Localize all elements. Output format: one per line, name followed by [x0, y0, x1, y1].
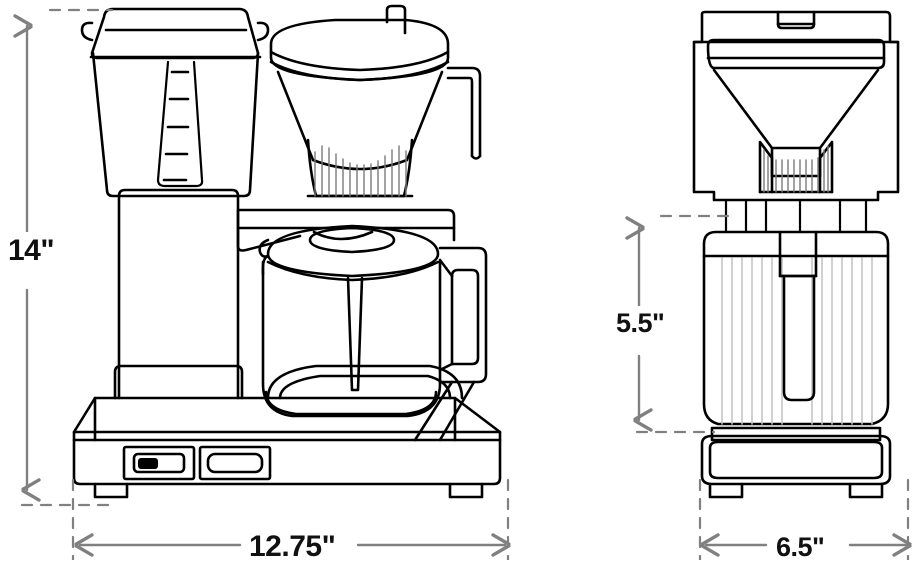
reservoir-lid	[80, 7, 270, 60]
lid-knob	[776, 10, 816, 30]
dim-side-width-ext	[698, 478, 910, 560]
ribbed-outlet-side	[758, 140, 834, 194]
water-level-gauge	[156, 60, 204, 188]
power-switch[interactable]	[132, 452, 186, 474]
dimension-label-front-height: 14"	[5, 232, 58, 270]
side-feet	[708, 482, 884, 499]
carafe-handle-side	[778, 230, 818, 402]
front-feet	[93, 482, 484, 499]
drip-stop-arm	[446, 66, 482, 160]
ribbed-outlet-lines	[314, 145, 407, 197]
upper-housing	[692, 10, 900, 202]
water-level-ticks	[162, 70, 190, 182]
brew-button[interactable]	[206, 452, 264, 474]
carafe-gauge-stripe	[346, 276, 364, 392]
warming-plate	[266, 364, 464, 400]
dimension-label-front-width: 12.75"	[243, 528, 342, 566]
side-view-group	[692, 10, 900, 499]
carafe-handle-brace	[413, 380, 476, 442]
front-view-group	[72, 4, 502, 499]
dimension-label-side-height: 5.5"	[611, 306, 670, 341]
side-base-plate	[700, 426, 892, 486]
brew-basket-lid	[269, 4, 450, 82]
front-tower-pad	[113, 364, 244, 400]
water-reservoir	[89, 51, 262, 198]
dim-front-width-ext	[71, 478, 510, 560]
ribbed-outlet	[306, 138, 414, 198]
side-drop-tubes	[724, 198, 868, 234]
dimension-lines-group	[20, 8, 910, 560]
glass-carafe	[258, 238, 442, 418]
dim-side-height-ext	[635, 214, 732, 434]
carafe-lid	[266, 224, 440, 282]
carafe-shelf	[236, 208, 456, 252]
dimension-label-side-width: 6.5"	[770, 530, 831, 565]
housing-top-rim	[706, 38, 886, 70]
glass-carafe-side	[702, 230, 890, 426]
brew-funnel-side	[712, 68, 880, 178]
front-base-plate	[72, 396, 502, 486]
control-panel	[122, 445, 272, 481]
brew-basket-funnel	[276, 70, 444, 171]
dim-front-height-ext	[20, 8, 118, 507]
carafe-handle	[438, 246, 488, 384]
ribbed-outlet-side-lines	[763, 145, 829, 193]
